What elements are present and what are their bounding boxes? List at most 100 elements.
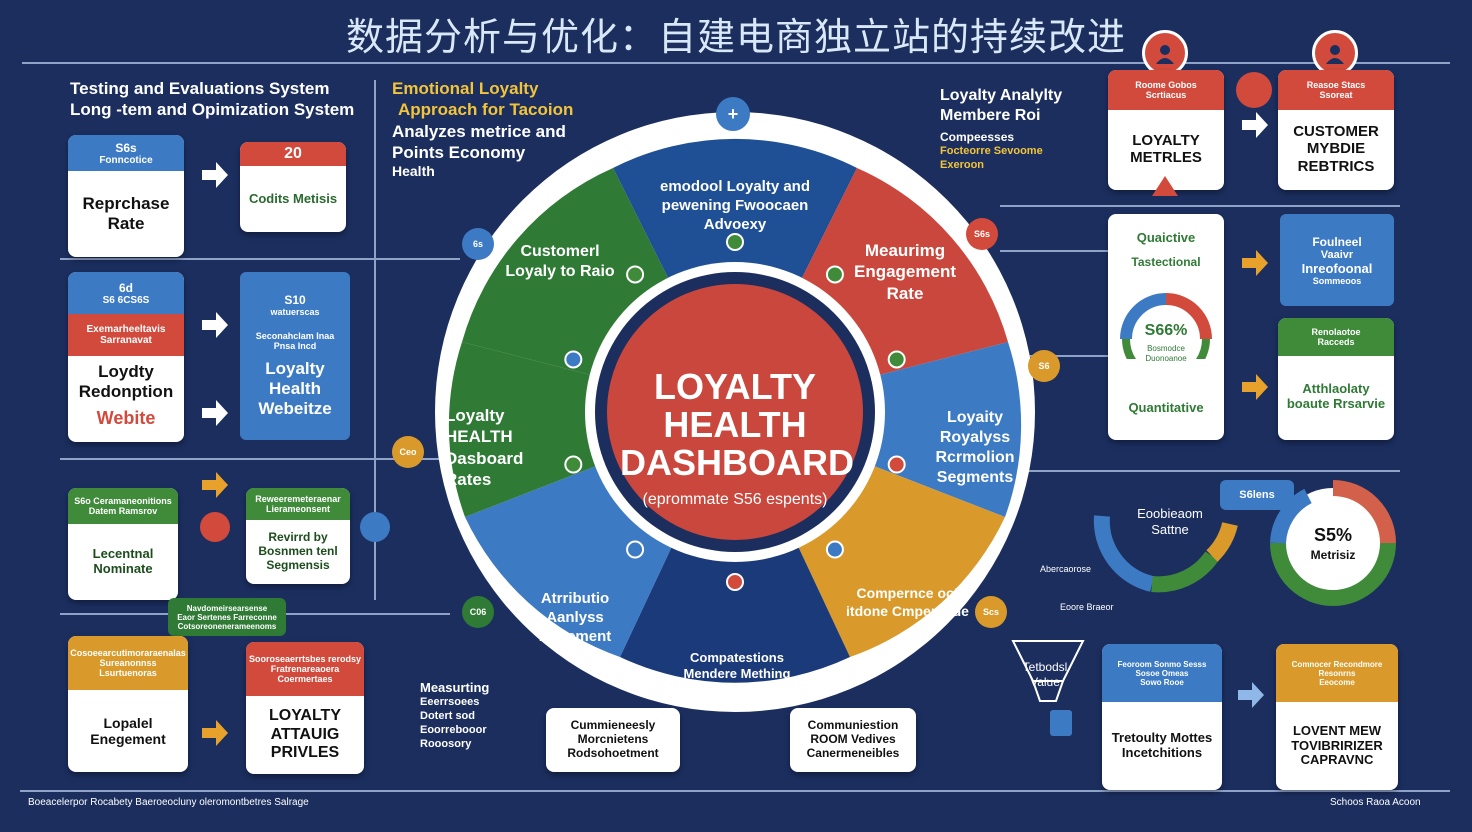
- card-caption: Cosoeearcutimoraraenalas: [70, 648, 186, 658]
- card-title: CUSTOMER MYBDIE REBTRICS: [1293, 123, 1379, 175]
- card-title: Communiestion ROOM Vedives Canermeneible…: [806, 718, 900, 760]
- connector-line: [1000, 250, 1110, 252]
- qualitative-card: Quaictive Tastectional S66% Bosmodce Duo…: [1108, 214, 1224, 440]
- ring-dot: [726, 573, 744, 591]
- donut-value: S5%: [1313, 525, 1353, 545]
- card-text: Quaictive: [1136, 230, 1196, 245]
- card-title: Loydty Redonption: [78, 362, 174, 401]
- segment-label: Loyaity Royalyss Rcrmolion Segments: [935, 409, 1015, 486]
- wheel-dot: C06: [462, 596, 494, 628]
- card-title: Revirrd by Bosnmen tenl Segmensis: [258, 530, 338, 572]
- donut-chart: [1093, 515, 1238, 593]
- page-title: 数据分析与优化：自建电商独立站的持续改进: [345, 15, 1126, 59]
- card-caption: Ssoreat: [1319, 90, 1353, 100]
- codits-card: 20 Codits Metisis: [240, 142, 346, 232]
- measuring-text: Measurting Eeerrsoees Dotert sod Eoorreb…: [420, 680, 489, 751]
- ring-dot: [887, 455, 906, 474]
- text-line: Eoorrebooor: [420, 723, 487, 736]
- connector-line: [1000, 470, 1400, 472]
- card-caption: Reweeremeteraenar: [255, 494, 341, 504]
- donut-label: Metrisiz: [1310, 548, 1356, 562]
- attribution-card: Renolaotoe Racceds Atthlaolaty boaute Rr…: [1278, 318, 1394, 440]
- panel-text: Sommeoos: [1312, 275, 1362, 286]
- card-caption: Roome Gobos: [1135, 80, 1197, 90]
- note-line: Cotsoreonenerameenoms: [177, 621, 277, 631]
- incentive-card: Feoroom Sonmo Sesss Sosoe Omeas Sowo Roo…: [1102, 644, 1222, 790]
- dashboard-subtitle: (eprommate S56 espents): [642, 491, 828, 508]
- heading-line: Testing and Evaluations System: [70, 79, 330, 98]
- panel-text: Inreofoonal: [1301, 260, 1373, 276]
- card-text: Quantitative: [1128, 400, 1204, 415]
- arrow-right-icon: [202, 162, 228, 188]
- segment-label: Customerl Loyaly to Raio: [505, 243, 615, 280]
- text-line: Tetbodsl: [1022, 660, 1068, 674]
- status-dot: [200, 512, 230, 542]
- reward-card: Reweeremeteraenar Lierameonsent Revirrd …: [246, 488, 350, 584]
- text-line: Eeerrsoees: [420, 696, 480, 709]
- wheel-dot: Scs: [975, 596, 1007, 628]
- ring-dot: [564, 350, 583, 369]
- text-line: Dotert sod: [420, 710, 475, 722]
- nominal-card: S6o Ceramaneonitions Datem Ramsrov Lecen…: [68, 488, 178, 600]
- status-dot: [1236, 72, 1272, 108]
- card-caption: Lsurtuenoras: [99, 668, 157, 678]
- arrow-right-icon: [202, 472, 228, 498]
- card-caption: S6 6CS6S: [102, 294, 150, 306]
- text-line: Exeroon: [940, 158, 985, 171]
- ring-dot: [726, 233, 744, 251]
- card-caption: Scrtiacus: [1145, 90, 1187, 100]
- card-caption: Racceds: [1317, 337, 1355, 347]
- segment-label: emodool Loyalty and pewening Fwoocaen Ad…: [659, 178, 810, 233]
- card-title: LOYALTY ATTAUIG PRIVLES: [268, 707, 341, 762]
- arrow-right-icon: [1242, 112, 1268, 138]
- status-dot: [360, 512, 390, 542]
- text-line: Health: [392, 163, 435, 179]
- card-caption: Coermertaes: [277, 674, 333, 684]
- text-line: Value: [1030, 675, 1060, 689]
- dashboard-title: LOYALTY HEALTH DASHBOARD: [620, 366, 854, 483]
- badge: S6lens: [1220, 480, 1294, 510]
- top-mid-text: Emotional Loyalty Approach for Tacoion A…: [392, 78, 573, 181]
- segment-label: Compatestions Mendere Mething Vicecs Rom…: [683, 650, 791, 698]
- card-title: Lopalel Enegement: [90, 714, 166, 747]
- connector-line: [60, 458, 460, 460]
- top-right-text: Loyalty Analylty Membere Roi Compeesses …: [940, 86, 1062, 173]
- card-caption: Comnocer Recondmore: [1291, 659, 1383, 669]
- frame-line-left: [374, 80, 376, 600]
- text-line: Focteorre Sevoome: [940, 145, 1043, 157]
- card-text: Bosmodce: [1147, 344, 1185, 353]
- card-title: Codits Metisis: [248, 190, 338, 206]
- segment-label: Loyalty HEALTH Dasboard Rates: [445, 406, 524, 489]
- panel-caption: Pnsa Incd: [273, 341, 317, 351]
- text-line: Eoobieaom: [1137, 506, 1203, 521]
- segment-label: Compernce ool itdone Cmperende: [846, 585, 969, 619]
- funnel-label: Tetbodsl Value: [1010, 660, 1080, 690]
- card-caption: Renolaotoe: [1311, 327, 1361, 337]
- ring-dot: [626, 540, 645, 559]
- arrow-up-icon: [1152, 176, 1178, 196]
- panel-caption: watuerscas: [270, 307, 320, 317]
- segment-label: Meaurimg Engagement Rate: [853, 241, 957, 303]
- avatar-icon: [1142, 30, 1188, 76]
- side-label: Eoore Braeor: [1060, 602, 1114, 612]
- arrow-right-icon: [1238, 682, 1264, 708]
- privles-card: Sooroseaerrtsbes rerodsy Fratrenareaoera…: [246, 642, 364, 774]
- segment-label: Atrributio Aanlyss Ingrement: [538, 590, 612, 645]
- card-caption: 6d: [118, 280, 133, 295]
- wheel-dot: 6s: [462, 228, 494, 260]
- card-title: Tretoulty Mottes Incetchitions: [1111, 730, 1213, 760]
- panel-caption: Seconahclam Inaa: [255, 331, 335, 341]
- ring-dot: [825, 265, 844, 284]
- card-caption: Sowo Rooe: [1140, 677, 1184, 687]
- footer-left: Boeacelerpor Rocabety Baeroeocluny olero…: [28, 797, 309, 808]
- card-caption: Lierameonsent: [265, 504, 331, 514]
- footer-right: Schoos Raoa Acoon: [1330, 797, 1421, 808]
- panel-caption: S10: [284, 293, 306, 307]
- card-title: LOVENT MEW TOVIBRIRIZER CAPRAVNC: [1291, 722, 1383, 768]
- card-caption: Fratrenareaoera: [270, 664, 340, 674]
- wheel-dot: Ceo: [392, 436, 424, 468]
- communication-card: Cummieneesly Morcnietens Rodsohoetment: [546, 708, 680, 772]
- arrow-right-icon: [202, 312, 228, 338]
- customer-metrics-card: Reasoe Stacs Ssoreat CUSTOMER MYBDIE REB…: [1278, 70, 1394, 190]
- text-line: Approach for Tacoion: [398, 100, 574, 120]
